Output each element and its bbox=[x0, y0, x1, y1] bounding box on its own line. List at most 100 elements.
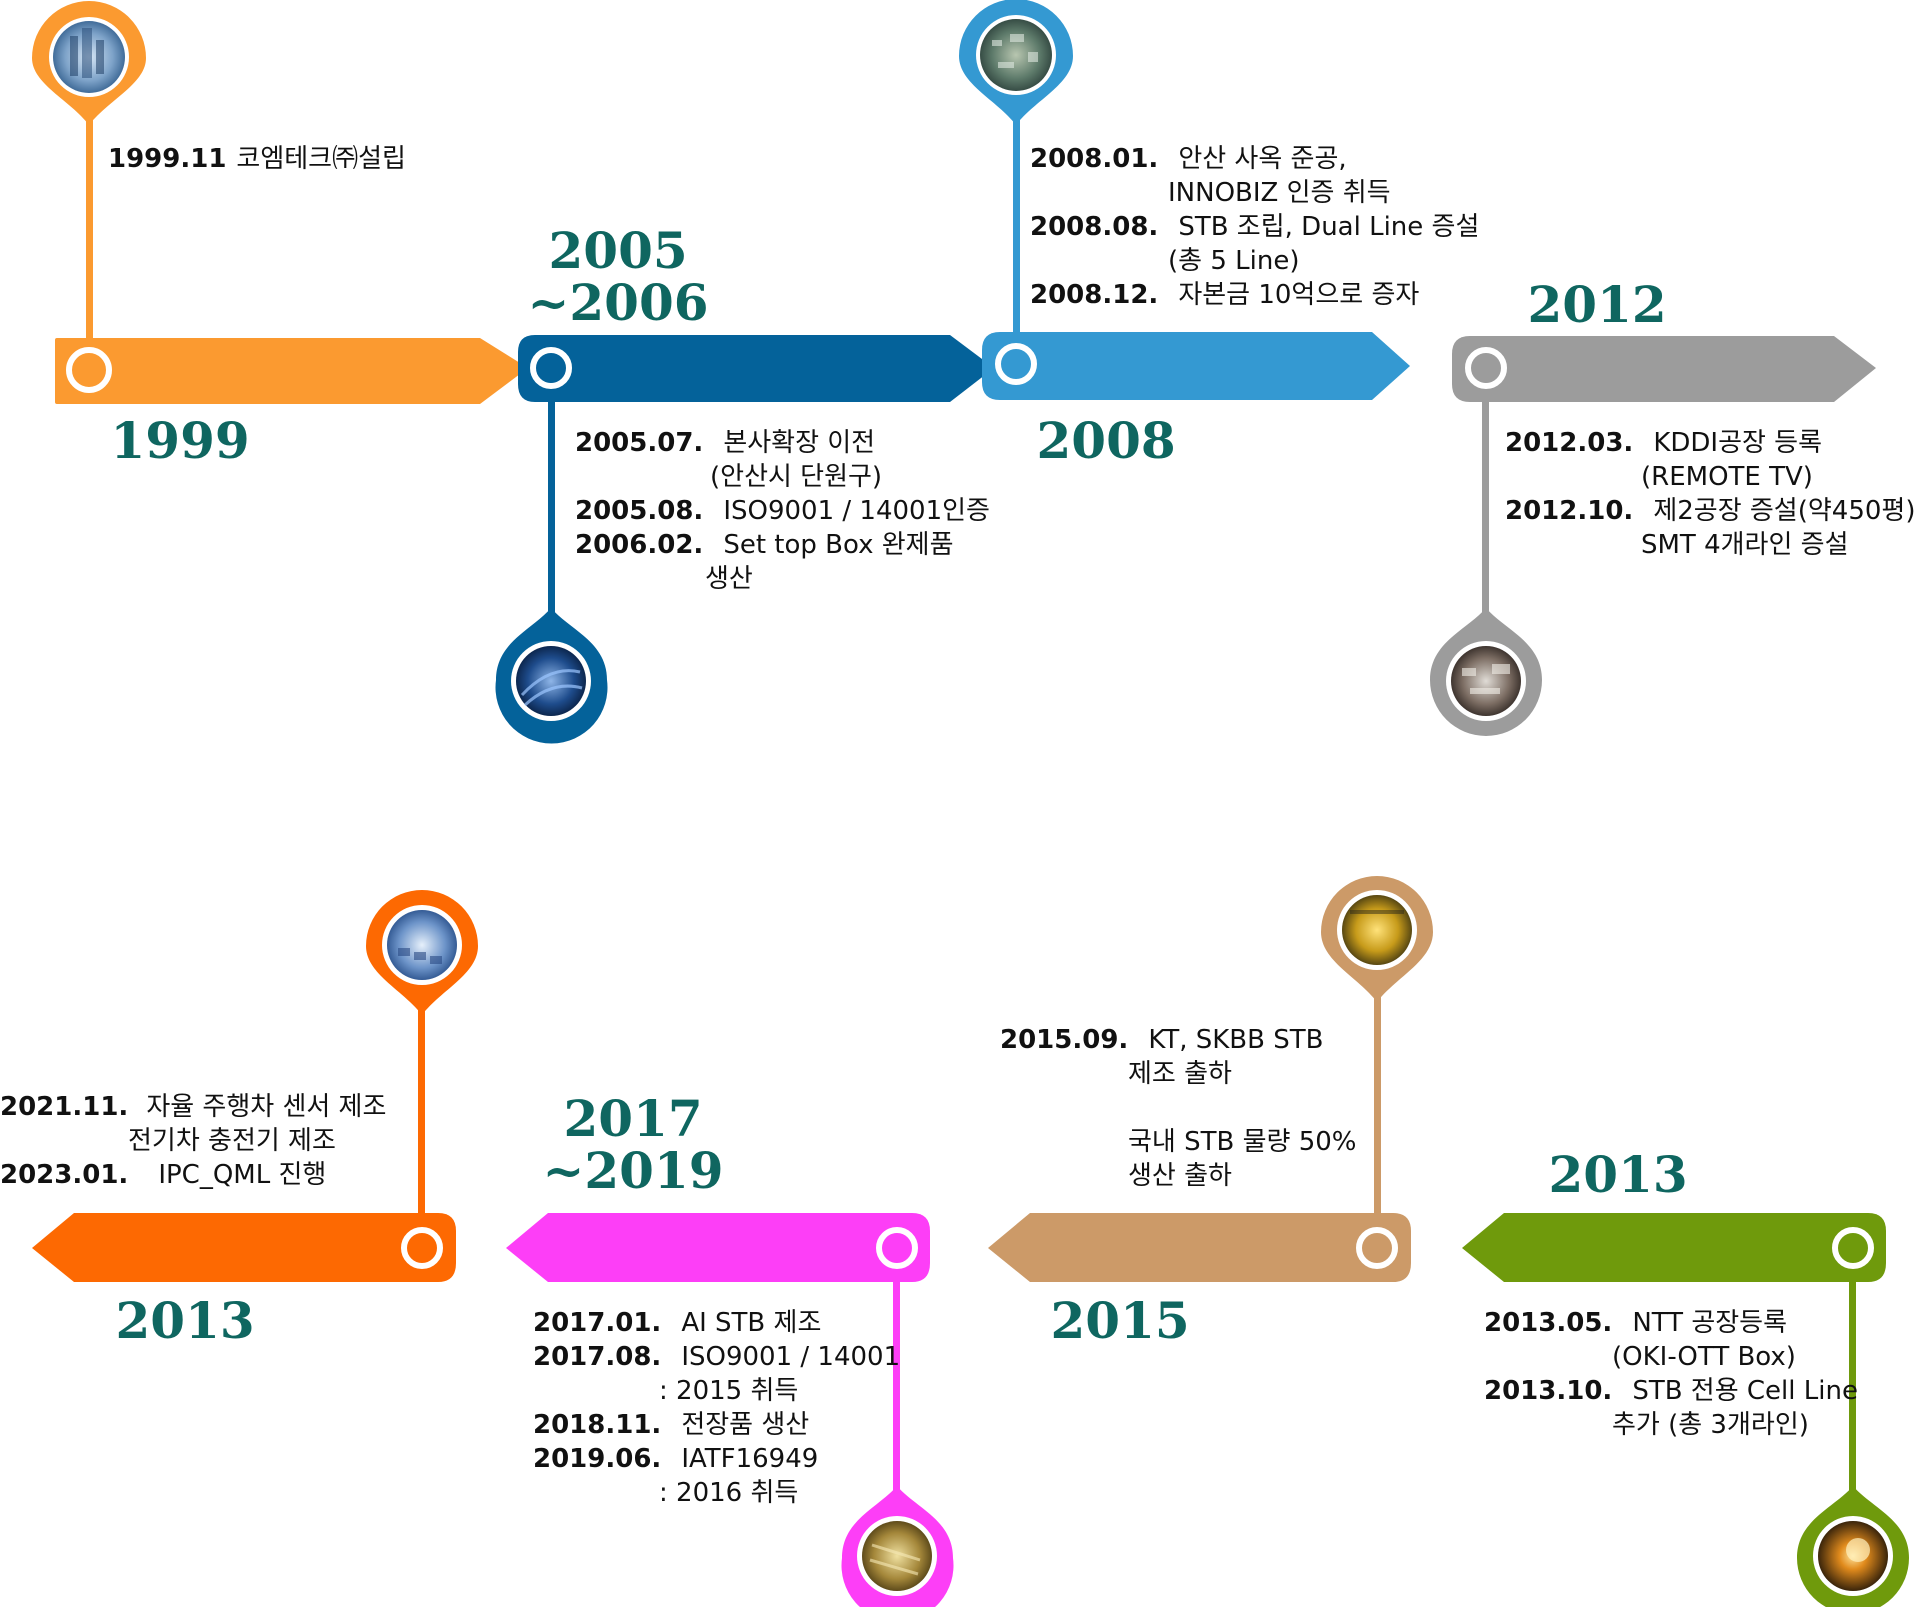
entry-date: 2018.11. bbox=[533, 1410, 662, 1440]
entry-text: 코엠테크㈜설립 bbox=[236, 144, 406, 174]
entry-text: SMT 4개라인 증설 bbox=[1641, 530, 1849, 560]
entry-date: 2015.09. bbox=[1000, 1025, 1129, 1055]
entry-item: 1999.11 코엠테크㈜설립 bbox=[108, 142, 406, 176]
entry-date: 2005.07. bbox=[575, 428, 704, 458]
year-label-1999: 1999 bbox=[110, 411, 250, 470]
entry-block-2005: 2005.07. 본사확장 이전 (안산시 단원구) 2005.08. ISO900… bbox=[575, 426, 990, 596]
entry-text: IPC_QML 진행 bbox=[158, 1160, 327, 1190]
entry-date: 2012.10. bbox=[1505, 496, 1634, 526]
entry-text: INNOBIZ 인증 취득 bbox=[1168, 178, 1391, 208]
entry-text: : 2016 취득 bbox=[659, 1478, 799, 1508]
year-label-2005-line2: ~2006 bbox=[527, 273, 709, 332]
entry-text: 안산 사옥 준공, bbox=[1178, 144, 1347, 174]
entry-text: (총 5 Line) bbox=[1168, 246, 1300, 276]
entry-item: 2012.03. KDDI공장 등록 (REMOTE TV) bbox=[1505, 426, 1915, 494]
entry-text: 국내 STB 물량 50% bbox=[1128, 1127, 1357, 1157]
entry-text: 자율 주행차 센서 제조 bbox=[146, 1092, 387, 1122]
entry-text: STB 전용 Cell Line bbox=[1632, 1376, 1858, 1406]
year-label-2013a: 2013 bbox=[1548, 1145, 1688, 1204]
entry-block-2008: 2008.01. 안산 사옥 준공, INNOBIZ 인증 취득 2008.08.… bbox=[1030, 142, 1479, 312]
year-label-2017-line1: 2017 bbox=[563, 1089, 703, 1148]
entry-block-2013a: 2013.05. NTT 공장등록 (OKI-OTT Box) 2013.10. S… bbox=[1484, 1306, 1858, 1442]
entry-date: 2008.08. bbox=[1030, 212, 1159, 242]
entry-item: 2013.05. NTT 공장등록 (OKI-OTT Box) bbox=[1484, 1306, 1858, 1374]
entry-text: 제2공장 증설(약450평) bbox=[1653, 496, 1916, 526]
entry-text: STB 조립, Dual Line 증설 bbox=[1178, 212, 1480, 242]
entry-date: 2008.12. bbox=[1030, 280, 1159, 310]
entry-item: 2015.09. KT, SKBB STB 제조 출하 국내 STB 물량 50%… bbox=[1000, 1023, 1357, 1193]
year-label-2008: 2008 bbox=[1036, 411, 1176, 470]
gold-circuit-photo-icon bbox=[862, 1521, 932, 1591]
entry-item: 2008.12. 자본금 10억으로 증자 bbox=[1030, 278, 1479, 312]
entry-item: 2021.11. 자율 주행차 센서 제조 전기차 충전기 제조 bbox=[0, 1090, 386, 1158]
entry-text: KT, SKBB STB bbox=[1148, 1025, 1324, 1055]
entry-text: 생산 bbox=[705, 564, 753, 594]
entry-text: ISO9001 / 14001인증 bbox=[723, 496, 990, 526]
entry-date: 2012.03. bbox=[1505, 428, 1634, 458]
entry-text: NTT 공장등록 bbox=[1632, 1308, 1788, 1338]
milestone-2012-graphic bbox=[1430, 336, 1876, 736]
year-label-2012: 2012 bbox=[1527, 275, 1667, 334]
entry-date: 1999.11 bbox=[108, 144, 227, 174]
entry-date: 2013.05. bbox=[1484, 1308, 1613, 1338]
milestone-2005-graphic bbox=[495, 335, 994, 744]
machinery-photo-icon bbox=[1451, 646, 1521, 716]
entry-item: 2017.08. ISO9001 / 14001 : 2015 취득 bbox=[533, 1340, 900, 1408]
milestone-1999-graphic bbox=[32, 1, 528, 404]
entry-text: : 2015 취득 bbox=[659, 1376, 799, 1406]
entry-text bbox=[1000, 1091, 1357, 1125]
entry-text: KDDI공장 등록 bbox=[1653, 428, 1823, 458]
circuit-board-photo-icon bbox=[980, 19, 1052, 91]
entry-text: (OKI-OTT Box) bbox=[1612, 1342, 1796, 1372]
entry-block-2013b: 2021.11. 자율 주행차 센서 제조 전기차 충전기 제조 2023.01.… bbox=[0, 1090, 386, 1192]
entry-item: 2008.08. STB 조립, Dual Line 증설 (총 5 Line) bbox=[1030, 210, 1479, 278]
milestone-2017-graphic bbox=[506, 1213, 954, 1607]
entry-text: 추가 (총 3개라인) bbox=[1612, 1410, 1809, 1440]
entry-block-1999: 1999.11 코엠테크㈜설립 bbox=[108, 142, 406, 176]
year-label-2005-line1: 2005 bbox=[548, 221, 688, 280]
entry-text: 생산 출하 bbox=[1128, 1161, 1232, 1191]
entry-date: 2023.01. bbox=[0, 1160, 129, 1190]
entry-date: 2021.11. bbox=[0, 1092, 129, 1122]
entry-block-2015: 2015.09. KT, SKBB STB 제조 출하 국내 STB 물량 50%… bbox=[1000, 1023, 1357, 1193]
entry-date: 2008.01. bbox=[1030, 144, 1159, 174]
entry-item: 2018.11. 전장품 생산 bbox=[533, 1408, 900, 1442]
entry-text: (REMOTE TV) bbox=[1641, 462, 1813, 492]
entry-block-2017: 2017.01. AI STB 제조 2017.08. ISO9001 / 1400… bbox=[533, 1306, 900, 1510]
year-label-2013b: 2013 bbox=[115, 1291, 255, 1350]
milestone-2013a-graphic bbox=[1462, 1213, 1909, 1607]
entry-date: 2017.08. bbox=[533, 1342, 662, 1372]
entry-text: 본사확장 이전 bbox=[723, 428, 876, 458]
entry-block-2012: 2012.03. KDDI공장 등록 (REMOTE TV) 2012.10. 제2… bbox=[1505, 426, 1915, 562]
keyboard-photo-icon bbox=[387, 910, 457, 980]
milestone-2013b-graphic bbox=[32, 890, 478, 1282]
milestone-2008-graphic bbox=[959, 0, 1410, 400]
entry-item: 2006.02. Set top Box 완제품 생산 bbox=[575, 528, 990, 596]
entry-item: 2019.06. IATF16949 : 2016 취득 bbox=[533, 1442, 900, 1510]
entry-text: AI STB 제조 bbox=[681, 1308, 822, 1338]
entry-text: 전기차 충전기 제조 bbox=[128, 1126, 336, 1156]
entry-date: 2006.02. bbox=[575, 530, 704, 560]
entry-item: 2013.10. STB 전용 Cell Line 추가 (총 3개라인) bbox=[1484, 1374, 1858, 1442]
entry-date: 2017.01. bbox=[533, 1308, 662, 1338]
entry-text: 제조 출하 bbox=[1128, 1059, 1232, 1089]
entry-text: 전장품 생산 bbox=[681, 1410, 810, 1440]
entry-text: (안산시 단원구) bbox=[710, 462, 883, 492]
entry-item: 2005.07. 본사확장 이전 (안산시 단원구) bbox=[575, 426, 990, 494]
entry-item: 2012.10. 제2공장 증설(약450평) SMT 4개라인 증설 bbox=[1505, 494, 1915, 562]
entry-text: ISO9001 / 14001 bbox=[681, 1342, 901, 1372]
entry-item: 2017.01. AI STB 제조 bbox=[533, 1306, 900, 1340]
entry-text: Set top Box 완제품 bbox=[723, 530, 954, 560]
milestone-2015-graphic bbox=[988, 876, 1433, 1282]
entry-item: 2023.01. IPC_QML 진행 bbox=[0, 1158, 386, 1192]
entry-text: 자본금 10억으로 증자 bbox=[1178, 280, 1420, 310]
fiber-cables-photo-icon bbox=[1342, 895, 1412, 965]
entry-date: 2005.08. bbox=[575, 496, 704, 526]
entry-text: IATF16949 bbox=[681, 1444, 819, 1474]
entry-item: 2008.01. 안산 사옥 준공, INNOBIZ 인증 취득 bbox=[1030, 142, 1479, 210]
entry-date: 2019.06. bbox=[533, 1444, 662, 1474]
entry-date: 2013.10. bbox=[1484, 1376, 1613, 1406]
year-label-2017-line2: ~2019 bbox=[542, 1141, 724, 1200]
year-label-2015: 2015 bbox=[1050, 1291, 1190, 1350]
